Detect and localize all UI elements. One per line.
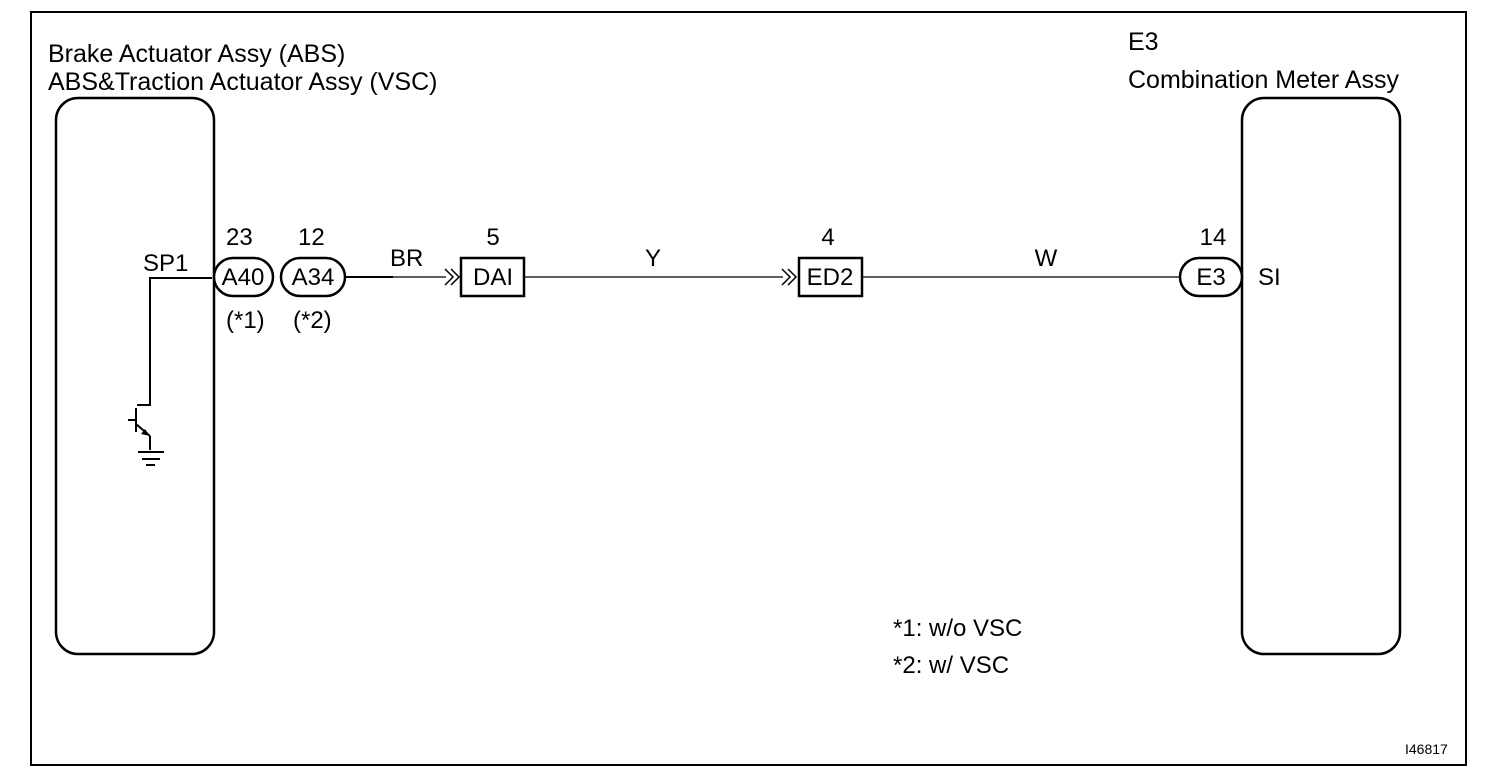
sp1-internal-wire: [137, 277, 212, 406]
a34-note: (*2): [293, 307, 332, 334]
a40-note: (*1): [226, 307, 265, 334]
e3-connector: [1178, 256, 1244, 298]
sp1-terminal-label: SP1: [143, 250, 188, 277]
a40-connector: [212, 256, 275, 298]
a40-pin-number: 23: [226, 224, 253, 251]
dai-connector: [459, 256, 526, 298]
combination-meter-box: [1240, 96, 1402, 656]
dai-pin-number: 5: [486, 224, 499, 251]
brake-actuator-box: [54, 96, 216, 656]
right-component-name: Combination Meter Assy: [1128, 66, 1399, 94]
dai-chevron-icon: [444, 268, 461, 286]
a40-connector-label: A40: [222, 264, 265, 291]
ed2-pin-number: 4: [821, 224, 834, 251]
wire-br-color: BR: [390, 245, 423, 272]
left-component-title-line2: ABS&Traction Actuator Assy (VSC): [48, 68, 438, 96]
figure-id: I46817: [1405, 741, 1448, 757]
a34-pin-number: 12: [298, 224, 325, 251]
e3-connector-label: E3: [1196, 264, 1225, 291]
footnote-2: *2: w/ VSC: [893, 652, 1009, 679]
wire-w-color: W: [1035, 245, 1058, 272]
diagram-frame: [30, 11, 1467, 766]
footnote-1: *1: w/o VSC: [893, 615, 1022, 642]
ed2-connector-label: ED2: [807, 264, 854, 291]
left-component-title-line1: Brake Actuator Assy (ABS): [48, 40, 345, 68]
e3-pin-number: 14: [1200, 224, 1227, 251]
a34-connector-label: A34: [292, 264, 335, 291]
right-component-code: E3: [1128, 28, 1159, 56]
ed2-chevron-icon: [781, 268, 798, 286]
transistor-symbol: [128, 408, 151, 450]
si-terminal-label: SI: [1258, 264, 1281, 291]
ground-icon: [138, 451, 164, 466]
wire-y-color: Y: [645, 245, 661, 272]
dai-connector-label: DAI: [473, 264, 513, 291]
